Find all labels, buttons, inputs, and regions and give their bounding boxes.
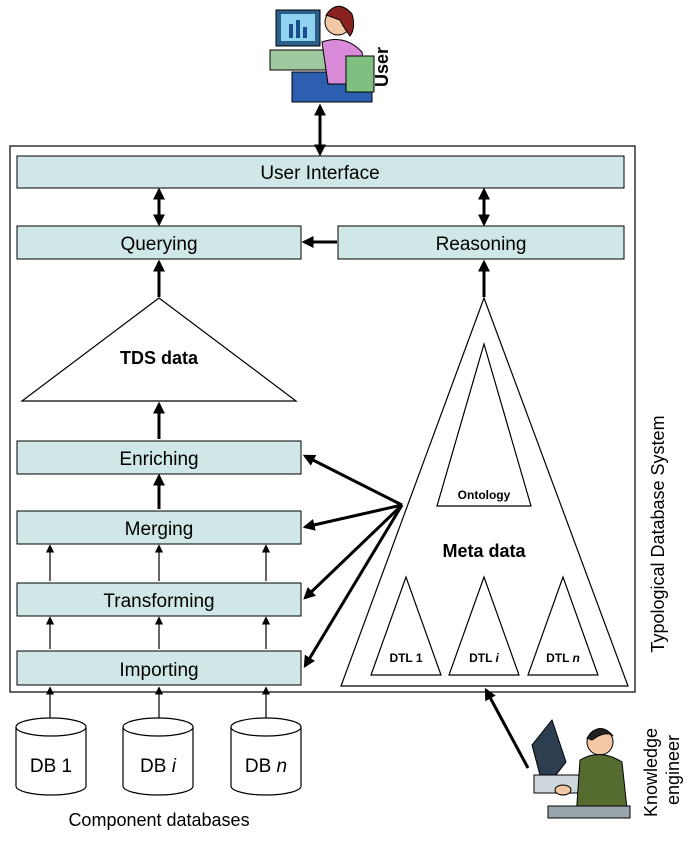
db1-cylinder (15, 717, 87, 796)
user-interface-label: User Interface (260, 163, 379, 184)
dtl1-triangle (370, 575, 442, 676)
meta-data-label: Meta data (442, 541, 526, 561)
querying-box (16, 225, 302, 260)
engineer-metadata-arrow (484, 687, 530, 769)
transforming-label: Transforming (103, 591, 214, 612)
dtln-triangle (527, 575, 599, 676)
enriching-box (16, 440, 302, 475)
user-label: User (372, 47, 392, 87)
metadata-enriching-arrow (302, 454, 403, 507)
system-label: Typological Database System (648, 415, 668, 652)
dbn-label: DB n (245, 756, 287, 777)
reasoning-label: Reasoning (436, 234, 527, 255)
merging-label: Merging (125, 519, 194, 540)
importing-box (16, 650, 302, 686)
dtli-triangle (448, 575, 520, 676)
reasoning-box (337, 225, 625, 260)
querying-label: Querying (120, 234, 197, 255)
user-interface-box (16, 155, 625, 189)
dtln-label: DTL n (546, 651, 580, 665)
ontology-triangle (436, 341, 532, 507)
metadata-importing-arrow (303, 504, 404, 669)
dtli-label: DTL i (469, 651, 499, 665)
db1-label: DB 1 (30, 756, 72, 777)
dbi-cylinder (122, 717, 194, 796)
tds-data-triangle (20, 297, 298, 402)
component-databases-label: Component databases (68, 810, 249, 830)
knowledge-engineer-label: Knowledge engineer (641, 723, 683, 817)
metadata-merging-arrow (302, 503, 403, 531)
metadata-transforming-arrow (303, 503, 404, 600)
merging-box (16, 510, 302, 545)
dtl1-label: DTL 1 (389, 651, 422, 665)
ontology-label: Ontology (458, 488, 511, 502)
dbi-label: DB i (140, 756, 177, 777)
importing-label: Importing (119, 660, 198, 681)
dbn-cylinder (230, 717, 302, 796)
user-illustration (269, 5, 375, 103)
tds-data-label: TDS data (120, 348, 199, 368)
transforming-box (16, 582, 302, 617)
knowledge-engineer-illustration (531, 718, 631, 819)
enriching-label: Enriching (119, 449, 198, 470)
